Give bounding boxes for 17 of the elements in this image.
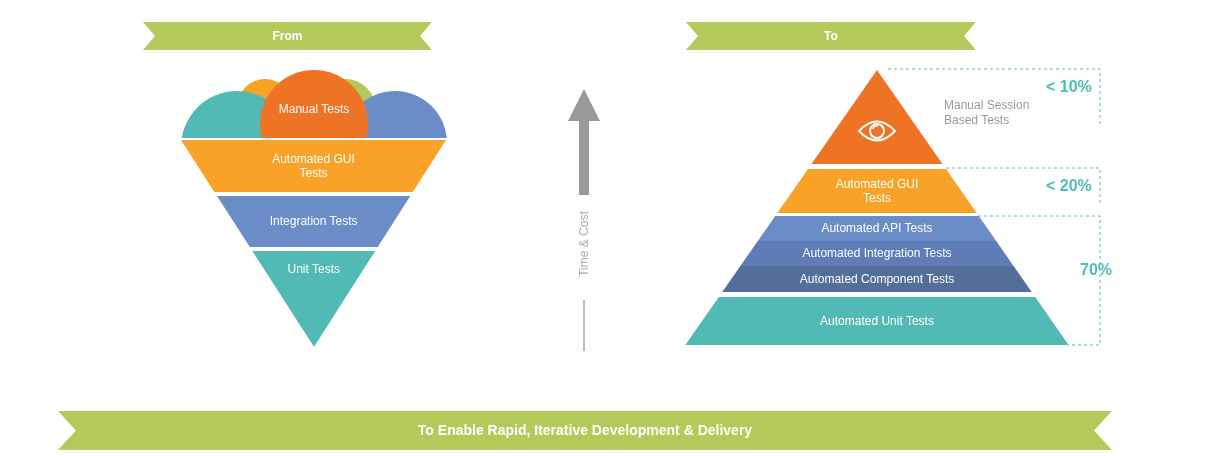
tier-label: Unit Tests bbox=[287, 261, 340, 277]
tier-caption: Manual Session Based Tests bbox=[944, 98, 1031, 128]
axis-label: Time & Cost bbox=[577, 211, 591, 277]
tier-label: Automated Unit Tests bbox=[820, 313, 934, 329]
tier-label: Automated GUI Tests bbox=[834, 176, 920, 206]
banner-title: To bbox=[824, 28, 838, 44]
tier-label: Automated Integration Tests bbox=[802, 246, 952, 261]
tier-label: Automated GUI Tests bbox=[271, 151, 356, 181]
tier-label: Manual Tests bbox=[278, 101, 350, 117]
percentage-label: < 10% bbox=[1046, 78, 1092, 96]
percentage-label: 70% bbox=[1080, 261, 1113, 279]
banner-title: From bbox=[272, 28, 303, 44]
banner-title: To Enable Rapid, Iterative Development & Delivery bbox=[417, 422, 753, 439]
tier-label: Integration Tests bbox=[269, 214, 358, 229]
percentage-label: < 20% bbox=[1046, 177, 1092, 195]
tier-label: Automated Component Tests bbox=[799, 271, 955, 287]
tier-label: Automated API Tests bbox=[821, 221, 933, 236]
